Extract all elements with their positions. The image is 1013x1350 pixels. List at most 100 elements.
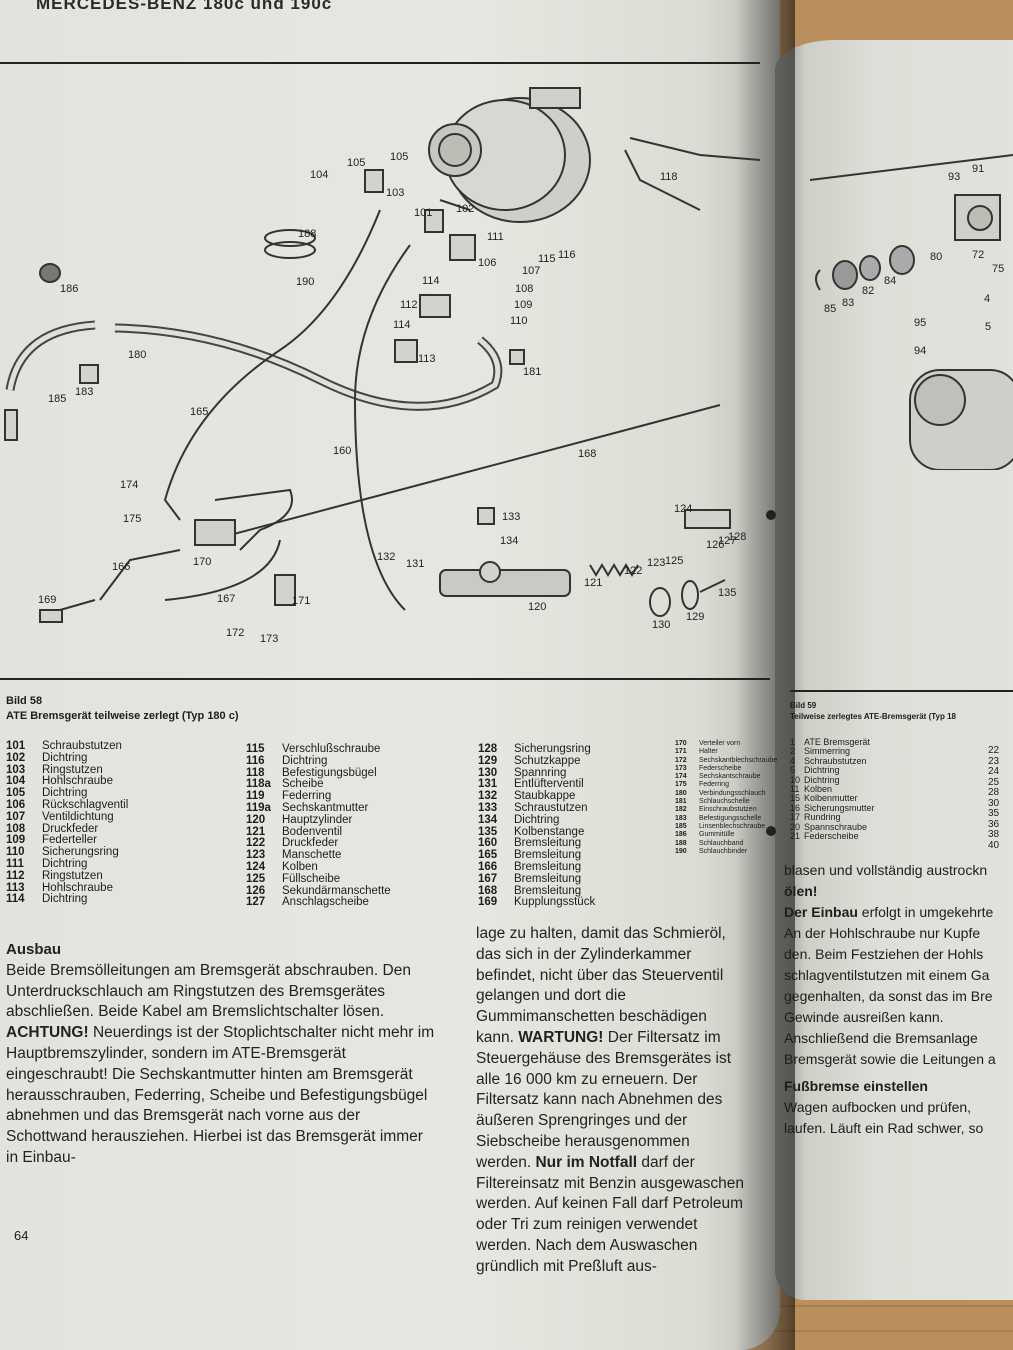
callout: 127 xyxy=(718,535,736,547)
legend-text: Dichtring xyxy=(804,765,840,776)
legend-text: Füllscheibe xyxy=(282,872,341,885)
callout: 190 xyxy=(296,276,314,288)
running-head: MERCEDES-BENZ 180c und 190c xyxy=(36,0,333,13)
callout: 114 xyxy=(393,319,411,331)
callout: 82 xyxy=(862,285,874,297)
legend-text: Simmerring xyxy=(804,746,851,757)
callout: 95 xyxy=(914,317,926,329)
callout: 170 xyxy=(193,556,211,568)
diagram-callouts: 104 105 105 103 102 101 111 106 107 108 … xyxy=(38,151,746,645)
legend-number: 121 xyxy=(246,825,266,838)
legend-text: Bremsleitung xyxy=(514,849,582,862)
callout: 160 xyxy=(333,445,351,457)
legend-number: 17 xyxy=(790,812,801,823)
legend-number: 118 xyxy=(246,766,265,779)
callout: 169 xyxy=(38,594,56,606)
legend-number: 107 xyxy=(6,810,26,823)
legend-text: Scheibe xyxy=(282,778,324,791)
legend-number: 173 xyxy=(675,764,687,772)
body-text-middle: lage zu halten, damit das Schmieröl, das… xyxy=(476,924,744,1278)
legend-number: 127 xyxy=(246,896,266,909)
legend-text: Staubkappe xyxy=(514,790,576,803)
legend-number: 1 xyxy=(790,737,796,747)
legend-number: 128 xyxy=(478,743,498,755)
brake-booster-drawing xyxy=(428,87,591,223)
text-line: Bremsgerät sowie die Leitungen a xyxy=(784,1051,996,1067)
callout: 75 xyxy=(992,263,1004,275)
legend-text: Kolbenmutter xyxy=(804,793,858,804)
callout: 180 xyxy=(128,349,146,361)
legend-text: Kolben xyxy=(282,860,318,873)
callout: 5 xyxy=(985,321,991,333)
legend-number: 28 xyxy=(988,787,1000,798)
callout: 114 xyxy=(422,275,440,287)
figure-caption: Bild 58 ATE Bremsgerät teilweise zerlegt… xyxy=(6,694,239,724)
text-line: erfolgt in umgekehrte xyxy=(857,904,994,920)
binding-hole xyxy=(766,826,776,836)
text-line: gegenhalten, da sonst das im Bre xyxy=(784,988,993,1004)
legend-text: Bremsleitung xyxy=(514,884,582,897)
legend-text: ATE Bremsgerät xyxy=(804,737,870,747)
legend-text: Kolbenstange xyxy=(514,825,585,838)
callout: 130 xyxy=(652,619,670,631)
text-line: schlagventilstutzen mit einem Ga xyxy=(784,967,990,983)
legend-number: 21 xyxy=(790,831,801,842)
legend-row: 127 Anschlagscheibe xyxy=(246,897,391,909)
text-line: Anschließend die Bremsanlage xyxy=(784,1030,978,1046)
binding-hole xyxy=(766,510,776,520)
callout: 109 xyxy=(514,299,532,311)
legend-text: Schutzkappe xyxy=(514,754,581,767)
legend-number: 38 xyxy=(988,829,1000,840)
legend-number: 16 xyxy=(790,802,801,813)
legend-number: 102 xyxy=(6,751,26,764)
legend-number: 165 xyxy=(478,849,498,862)
legend-text: Federscheibe xyxy=(804,831,859,842)
paragraph-wartung: Der Filtersatz im Steuergehäuse des Brem… xyxy=(476,1028,732,1171)
legend-text: Sechskantmutter xyxy=(282,801,369,814)
callout: 80 xyxy=(930,251,942,263)
paragraph-einbaulage: lage zu halten, damit das Schmieröl, das… xyxy=(476,925,726,1046)
legend-text: Schraubstutzen xyxy=(804,755,867,766)
legend-number: 129 xyxy=(478,754,498,767)
legend-number: 2 xyxy=(790,746,796,757)
legend-number: 113 xyxy=(6,881,25,894)
legend-text: Anschlagscheibe xyxy=(282,896,369,909)
legend-text: Manschette xyxy=(282,849,342,862)
legend-text: Dichtring xyxy=(42,893,88,906)
legend-number: 171 xyxy=(675,748,687,756)
wartung-label: WARTUNG! xyxy=(518,1028,604,1046)
legend-number: 160 xyxy=(478,837,498,850)
top-rule xyxy=(0,62,760,64)
callout: 123 xyxy=(647,557,665,569)
callout: 85 xyxy=(824,303,836,315)
legend-text: Linsenblechschraube xyxy=(699,822,766,830)
callout: 126 xyxy=(706,539,724,551)
legend-number: 185 xyxy=(675,822,687,830)
caption-rule xyxy=(0,678,770,680)
figure-title: ATE Bremsgerät teilweise zerlegt (Typ 18… xyxy=(6,710,239,722)
callout: 133 xyxy=(502,511,520,523)
legend-number: 175 xyxy=(675,781,687,789)
text-line: laufen. Läuft ein Rad schwer, so xyxy=(784,1120,984,1136)
callout: 107 xyxy=(522,265,540,277)
legend-text: Bremsleitung xyxy=(514,872,582,885)
legend-text: Dichtring xyxy=(42,751,88,764)
